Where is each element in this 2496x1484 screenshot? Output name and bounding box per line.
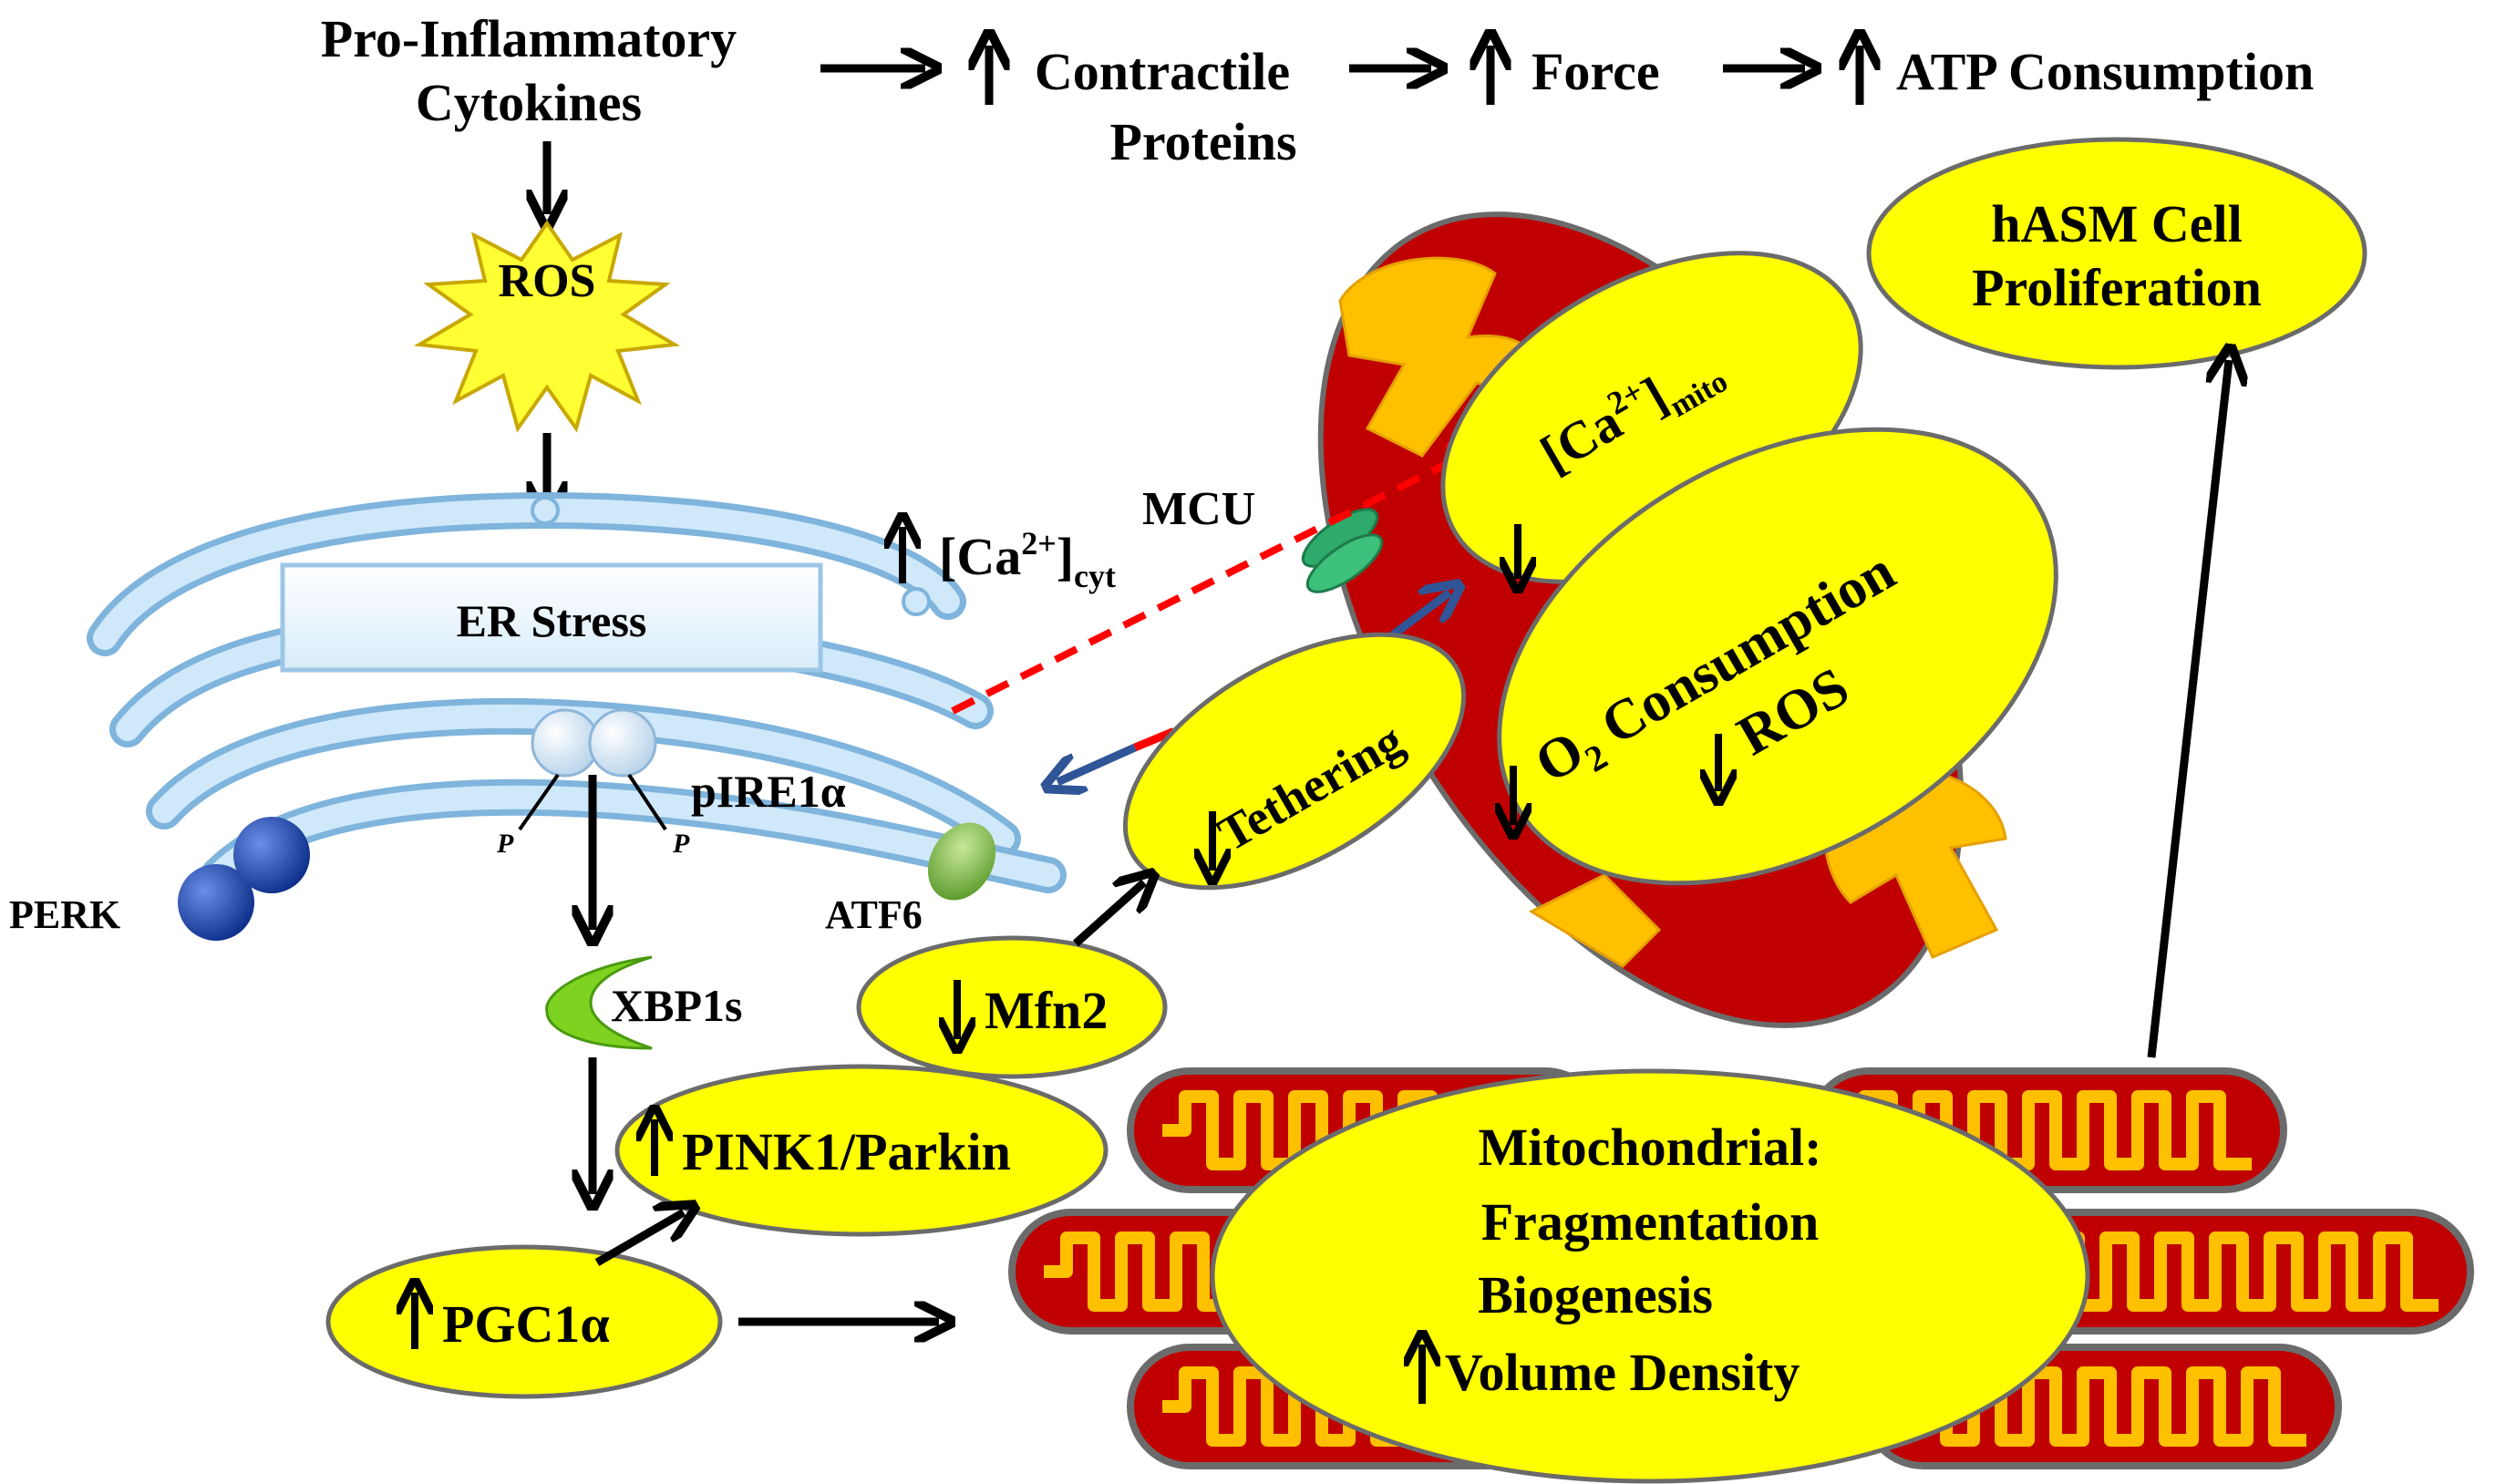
top-flow: Pro-Inflammatory Cytokines Contractile P… — [321, 9, 2314, 171]
phospho-line-left — [518, 773, 560, 831]
perk: PERK — [9, 817, 310, 941]
er-stress-box-shape — [280, 562, 823, 673]
mito-label-2: Fragmentation — [1481, 1192, 1820, 1252]
arrow-mitochondria-to-hasm — [2147, 360, 2229, 1058]
ca-cyt-base: [Ca — [939, 527, 1021, 586]
phospho-line-right — [627, 773, 667, 831]
mfn2-ellipse: Mfn2 — [856, 935, 1168, 1079]
o2-ros-ellipse: O2 Consumption ROS — [1419, 427, 2058, 886]
phospho-left-label: P — [496, 829, 514, 859]
mitochondrial-ellipse-shape — [1210, 1068, 2090, 1484]
contractile-label-2: Proteins — [1109, 112, 1296, 171]
pink1-ellipse-shape — [614, 1064, 1109, 1237]
ca-cyt-label: [Ca2+]cyt — [939, 525, 1116, 594]
mcu-channel: MCU — [1142, 483, 1384, 593]
pgc1a-ellipse: PGC1α — [325, 1244, 723, 1399]
xbp1s-crescent — [545, 955, 653, 1050]
pgc1a-label: PGC1α — [442, 1294, 610, 1354]
ca-cyt-sup: 2+ — [1021, 525, 1057, 562]
perk-sphere-2 — [233, 817, 310, 893]
dashed-arrow-tether-blue-left — [1057, 743, 1137, 782]
hasm-ellipse: hASM Cell Proliferation — [1866, 137, 2367, 370]
mito-label-3: Biogenesis — [1478, 1265, 1713, 1324]
pink1-label: PINK1/Parkin — [682, 1122, 1011, 1181]
atp-label: ATP Consumption — [1896, 42, 2314, 101]
hasm-label-2: Proliferation — [1972, 258, 2262, 317]
mito-label-4: Volume Density — [1445, 1343, 1800, 1402]
xbp1s: XBP1s — [545, 955, 742, 1050]
mito-label-1: Mitochondrial: — [1479, 1118, 1822, 1177]
er-stress-box: ER Stress — [280, 562, 823, 673]
ros-star: ROS — [413, 220, 681, 433]
cytokines-label-1: Pro-Inflammatory — [321, 9, 737, 68]
ca-cyt-sub: cyt — [1074, 558, 1116, 594]
pire1a-dimer: P P pIRE1α — [496, 708, 846, 859]
xbp1s-label: XBP1s — [611, 980, 742, 1031]
ca-cyt-close: ] — [1057, 527, 1074, 586]
dashed-arrow-ca-transfer — [951, 451, 1472, 715]
ca-cyt: [Ca2+]cyt — [902, 525, 1116, 594]
pire1a-label: pIRE1α — [691, 766, 846, 817]
mcu-shape-2 — [1305, 533, 1384, 593]
mitochondrial-ellipse: Mitochondrial: Fragmentation Biogenesis … — [1210, 1068, 2090, 1484]
atf6-shape — [927, 822, 996, 901]
atf6-label: ATF6 — [825, 892, 923, 937]
hasm-label-1: hASM Cell — [1991, 194, 2243, 253]
large-mito-crista-lower-left — [1528, 873, 1662, 968]
phospho-right-label: P — [672, 829, 690, 859]
ros-starburst-shape — [413, 220, 681, 433]
mcu-label: MCU — [1142, 483, 1255, 535]
mfn2-label: Mfn2 — [985, 981, 1108, 1040]
er-stress-label: ER Stress — [457, 595, 647, 646]
perk-label: PERK — [9, 892, 120, 937]
force-label: Force — [1532, 42, 1660, 101]
pire1a-sphere-right — [588, 708, 657, 778]
atf6: ATF6 — [825, 822, 996, 937]
pink1-ellipse: PINK1/Parkin — [614, 1064, 1109, 1237]
contractile-label-1: Contractile — [1035, 42, 1290, 101]
pire1a-sphere-left — [531, 708, 600, 778]
mfn2-ellipse-shape — [856, 935, 1168, 1079]
cytokines-label-2: Cytokines — [416, 73, 642, 132]
er-structure — [87, 491, 1067, 893]
ros-star-label: ROS — [499, 255, 596, 307]
perk-sphere-1 — [178, 864, 254, 941]
arrow-mfn2-to-tethering — [1073, 882, 1144, 947]
hasm-ellipse-shape — [1866, 137, 2367, 370]
arrow-pgc1a-to-pink1 — [594, 1212, 684, 1266]
